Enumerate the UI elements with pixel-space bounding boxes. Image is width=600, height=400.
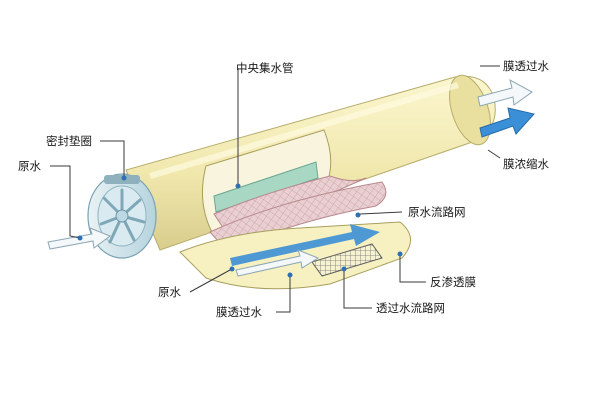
- label-feed-water-bottom: 原水: [158, 285, 181, 299]
- label-feed-spacer: 原水流路网: [408, 205, 466, 219]
- label-sealing-ring: 密封垫圈: [46, 134, 92, 148]
- label-membrane-permeate-top: 膜透过水: [503, 59, 549, 73]
- label-feed-water-left: 原水: [18, 159, 41, 173]
- label-membrane-permeate-bottom: 膜透过水: [216, 305, 262, 319]
- label-central-tube: 中央集水管: [236, 61, 294, 75]
- label-ro-membrane: 反渗透膜: [430, 275, 476, 289]
- label-permeate-spacer: 透过水流路网: [376, 301, 445, 315]
- label-membrane-concentrate: 膜浓缩水: [503, 157, 549, 171]
